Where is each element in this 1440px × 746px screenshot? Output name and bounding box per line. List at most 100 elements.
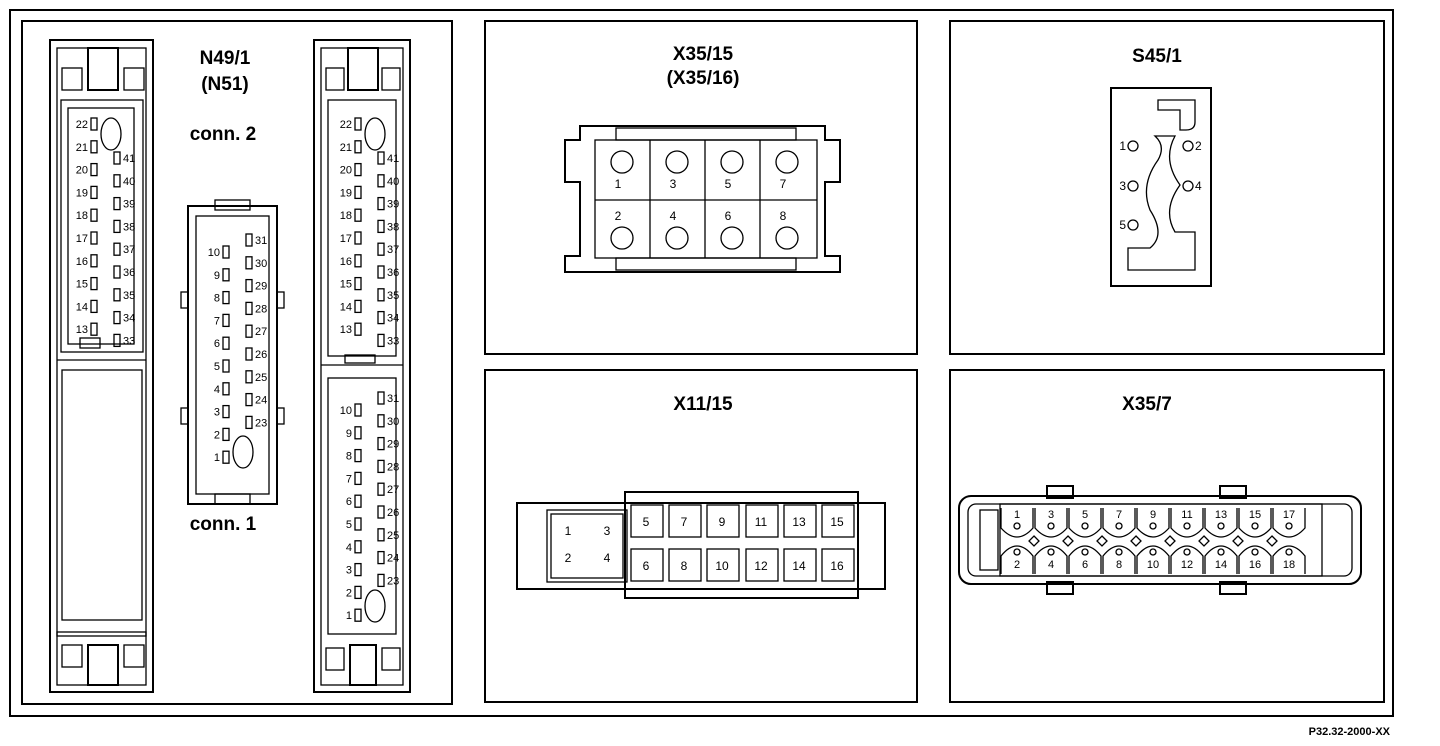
switch-terminal (1182, 180, 1194, 192)
pin-label: 2 (615, 209, 622, 223)
pin-slot (245, 233, 253, 247)
pin-label: 23 (387, 575, 399, 587)
x35-15-subtitle: (X35/16) (667, 68, 740, 89)
conn1-housing (180, 199, 285, 505)
pin-label: 10 (1147, 559, 1159, 571)
pin-label: 25 (387, 530, 399, 542)
pin-slot (354, 117, 362, 131)
pin-label: 39 (387, 199, 399, 211)
pin-label: 8 (681, 559, 688, 573)
pin-label: 19 (340, 187, 352, 199)
pin-slot (377, 288, 385, 302)
pin-label: 3 (346, 565, 352, 577)
pin-slot (377, 219, 385, 234)
pin-contact (1081, 548, 1089, 556)
pin-label: 16 (76, 256, 88, 268)
pin-label: 21 (340, 142, 352, 154)
panel-x35-7 (949, 369, 1385, 703)
switch-terminal (1127, 140, 1139, 152)
pin-chamber (1136, 545, 1170, 574)
pin-slot (377, 414, 385, 428)
n49-subtitle: (N51) (201, 74, 249, 95)
pin-contact (1149, 522, 1157, 530)
pin-slot (354, 562, 362, 577)
pin-slot (377, 333, 385, 348)
pin-slot (377, 174, 385, 188)
pin-label: 12 (754, 559, 768, 573)
pin-slot (90, 231, 98, 245)
pin-chamber (783, 548, 817, 582)
pin-chamber (1102, 545, 1136, 574)
pin-label: 16 (1249, 559, 1261, 571)
switch-terminal (1127, 219, 1139, 231)
pin-label: 4 (346, 542, 352, 554)
pin-label: 15 (76, 279, 88, 291)
pin-label: 41 (123, 153, 135, 165)
diamond-separator (1096, 535, 1108, 547)
pin-socket (720, 150, 744, 174)
pin-slot (222, 427, 230, 442)
pin-slot (354, 162, 362, 177)
pin-contact (1251, 522, 1259, 530)
pin-slot (222, 336, 230, 350)
diamond-separator (1028, 535, 1040, 547)
pin-label: 25 (255, 372, 267, 384)
pin-label: 26 (255, 349, 267, 361)
pin-label: 6 (214, 338, 220, 350)
pin-label: 5 (725, 177, 732, 191)
pin-label: 23 (255, 417, 267, 429)
pin-slot (245, 301, 253, 316)
pin-label: 5 (214, 361, 220, 373)
pin-slot (245, 347, 253, 361)
switch-terminal (1127, 180, 1139, 192)
pin-chamber (630, 504, 664, 538)
pin-slot (222, 382, 230, 396)
pin-chamber (668, 548, 702, 582)
pin-label: 27 (387, 484, 399, 496)
pin-chamber (1238, 545, 1272, 574)
pin-slot (90, 208, 98, 222)
outer-frame (9, 9, 1394, 717)
pin-chamber (1170, 545, 1204, 574)
pin-chamber (630, 548, 664, 582)
pin-slot (377, 505, 385, 519)
pin-label: 6 (1082, 559, 1088, 571)
pin-label: 37 (387, 244, 399, 256)
pin-slot (354, 299, 362, 314)
pin-slot (354, 254, 362, 268)
pin-label: 6 (346, 496, 352, 508)
pin-contact (1217, 522, 1225, 530)
pin-label: 11 (755, 515, 768, 529)
pin-chamber (668, 504, 702, 538)
pin-label: 14 (340, 301, 352, 313)
pin-label: 3 (1048, 509, 1054, 521)
pin-slot (245, 278, 253, 293)
pin-slot (222, 290, 230, 305)
n49-left-housing (49, 39, 154, 693)
x11-15-title: X11/15 (673, 394, 733, 415)
pin-contact (1013, 548, 1021, 556)
pin-label: 33 (123, 335, 135, 347)
pin-label: 17 (340, 233, 352, 245)
pin-label: 12 (1181, 559, 1193, 571)
pin-chamber (1238, 508, 1272, 538)
pin-slot (90, 162, 98, 177)
pin-label: 28 (387, 461, 399, 473)
pin-slot (113, 174, 121, 188)
pin-chamber (745, 548, 779, 582)
pin-slot (222, 359, 230, 373)
key-oval (364, 117, 386, 151)
pin-label: 31 (255, 235, 267, 247)
pin-socket (610, 226, 634, 250)
pin-chamber (1068, 545, 1102, 574)
s45-1-housing (1110, 87, 1212, 287)
pin-label: 36 (387, 267, 399, 279)
pin-label: 15 (340, 279, 352, 291)
pin-label: 4 (1195, 179, 1202, 193)
pin-label: 2 (565, 551, 572, 565)
